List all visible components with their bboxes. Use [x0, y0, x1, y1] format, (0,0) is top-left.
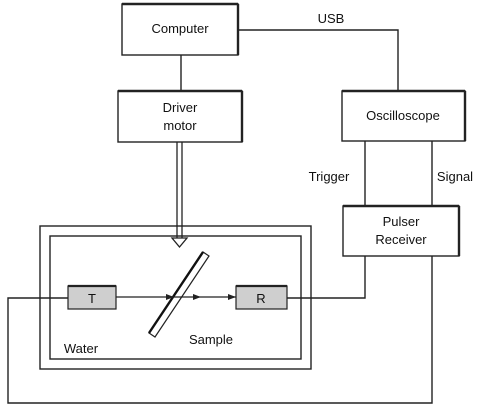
usb-link	[238, 29, 399, 91]
water-tank	[39, 225, 312, 370]
beam-arrow-3	[228, 294, 236, 300]
beam-arrow-1	[166, 294, 174, 300]
receiver-label: R	[256, 291, 265, 306]
driver-motor-label-line2: motor	[163, 118, 197, 133]
sample-plate	[148, 251, 210, 338]
pulser-receiver-block: Pulser Receiver	[342, 204, 461, 257]
computer-block: Computer	[121, 2, 240, 56]
pulser-receiver-label-line1: Pulser	[383, 214, 421, 229]
signal-label: Signal	[437, 169, 473, 184]
transmitter-transducer: T	[67, 284, 117, 310]
computer-label: Computer	[151, 21, 209, 36]
oscilloscope-label: Oscilloscope	[366, 108, 440, 123]
water-tank-outer	[39, 225, 312, 370]
water-tank-inner	[49, 235, 302, 360]
transmitter-cable	[7, 256, 433, 404]
beam-arrow-2	[193, 294, 201, 300]
transmitter-label: T	[88, 291, 96, 306]
receiver-transducer: R	[235, 284, 288, 310]
sample-label: Sample	[189, 332, 233, 347]
trigger-label: Trigger	[309, 169, 350, 184]
driver-motor-label-line1: Driver	[163, 100, 198, 115]
receiver-cable	[287, 256, 366, 299]
water-label: Water	[64, 341, 99, 356]
pulser-receiver-label-line2: Receiver	[375, 232, 427, 247]
drive-shaft	[170, 142, 189, 249]
driver-motor-block: Driver motor	[117, 89, 244, 143]
usb-label: USB	[318, 11, 345, 26]
oscilloscope-block: Oscilloscope	[341, 89, 467, 142]
